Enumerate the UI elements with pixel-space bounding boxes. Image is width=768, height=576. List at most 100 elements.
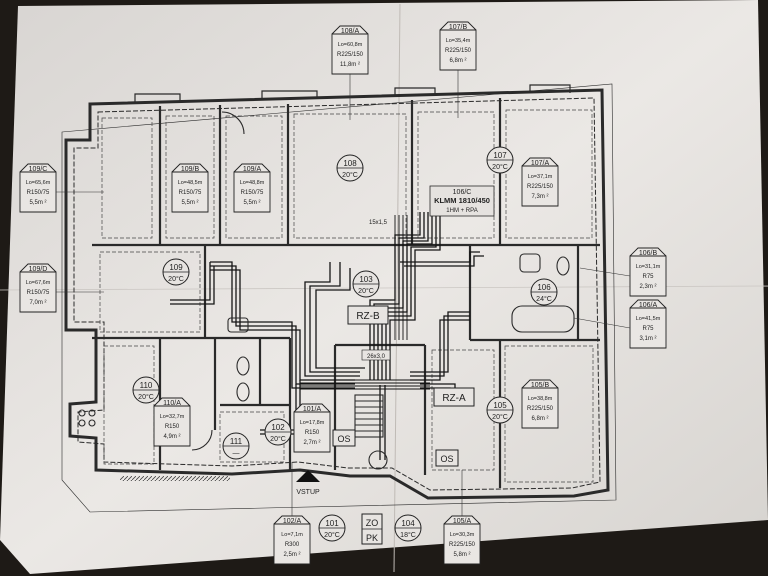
collector-type: KLMM 1810/450 [434, 196, 490, 205]
entrance-arrow-icon [296, 470, 320, 482]
tag-109d: 109/D Lo=67,6m R150/75 7,0m ² [19, 263, 57, 313]
svg-text:Lo=67,6m: Lo=67,6m [26, 280, 51, 286]
svg-text:—: — [233, 450, 240, 457]
svg-text:109: 109 [169, 263, 183, 272]
stove-burner [78, 419, 86, 427]
svg-text:Lo=65,6m: Lo=65,6m [26, 180, 51, 186]
os-label-1: OS [337, 434, 350, 444]
svg-text:109/A: 109/A [243, 166, 262, 173]
room-103: 103 20°C [352, 270, 380, 298]
tag-106a: 106/A Lo=41,5m R75 3,1m ² [629, 299, 667, 349]
room-markers: 108 20°C 107 20°C 109 20°C 103 20°C 106 … [132, 146, 558, 542]
distributor-label-rz-a: RZ-A [442, 393, 466, 404]
room-105: 105 20°C [486, 396, 514, 424]
entrance-label: VSTUP [296, 489, 320, 496]
svg-text:Lo=38,8m: Lo=38,8m [528, 396, 553, 402]
box-dimension: 26x3,0 [367, 354, 386, 360]
svg-text:6,8m ²: 6,8m ² [531, 416, 548, 422]
tag-110a: 110/A Lo=32,7m R150 4,9m ² [153, 397, 191, 447]
tag-105a: 105/A Lo=30,3m R225/150 5,8m ² [443, 515, 481, 565]
room-110: 110 20°C [132, 376, 160, 404]
svg-text:110: 110 [140, 381, 153, 390]
bathtub [511, 305, 575, 333]
zo-label: ZO [366, 518, 379, 528]
svg-text:106/A: 106/A [639, 302, 658, 309]
svg-text:R150/75: R150/75 [241, 190, 264, 196]
svg-text:Lo=31,1m: Lo=31,1m [636, 264, 661, 270]
svg-text:20°C: 20°C [342, 171, 358, 179]
svg-text:2,7m ²: 2,7m ² [303, 440, 320, 446]
svg-text:R150/75: R150/75 [27, 190, 50, 196]
svg-text:104: 104 [401, 519, 415, 528]
interior-walls [92, 98, 600, 488]
svg-text:20°C: 20°C [168, 275, 184, 283]
svg-text:7,0m ²: 7,0m ² [29, 300, 46, 306]
stairs [354, 394, 384, 438]
svg-text:Lo=30,3m: Lo=30,3m [450, 532, 475, 538]
svg-text:2,5m ²: 2,5m ² [283, 552, 300, 558]
svg-text:20°C: 20°C [138, 393, 154, 401]
stove-burner [88, 419, 96, 427]
svg-text:105: 105 [493, 401, 507, 410]
svg-text:20°C: 20°C [492, 413, 508, 421]
entrance-marker: VSTUP [296, 470, 320, 496]
tag-102a: 102/A Lo=7,1m R300 2,5m ² [273, 515, 311, 565]
pk-label: PK [366, 533, 378, 543]
svg-text:6,8m ²: 6,8m ² [449, 58, 466, 64]
svg-text:Lo=60,8m: Lo=60,8m [338, 42, 363, 48]
svg-text:110/A: 110/A [163, 400, 181, 407]
svg-text:101: 101 [325, 519, 339, 528]
svg-text:R225/150: R225/150 [527, 184, 554, 190]
svg-text:109/B: 109/B [181, 166, 200, 173]
svg-text:5,5m ²: 5,5m ² [181, 200, 198, 206]
collector-note: 1HM + RPA [446, 208, 477, 214]
svg-text:R225/150: R225/150 [449, 542, 476, 548]
svg-text:Lo=35,4m: Lo=35,4m [446, 38, 471, 44]
door-swing [191, 429, 213, 451]
tag-109b: 109/B Lo=48,5m R150/75 5,5m ² [171, 163, 209, 213]
svg-text:Lo=32,7m: Lo=32,7m [160, 414, 185, 420]
svg-text:109/C: 109/C [29, 166, 48, 173]
svg-text:101/A: 101/A [303, 406, 322, 413]
svg-text:20°C: 20°C [324, 531, 340, 539]
svg-text:3,1m ²: 3,1m ² [639, 336, 656, 342]
room-108: 108 20°C [336, 154, 364, 182]
svg-text:5,5m ²: 5,5m ² [29, 200, 46, 206]
washbasin [227, 317, 249, 333]
svg-text:107/B: 107/B [449, 24, 468, 31]
circuit-tags: 108/A Lo=60,8m R225/150 11,8m ² 107/B Lo… [19, 21, 667, 565]
svg-text:R225/150: R225/150 [445, 48, 472, 54]
tag-101a: 101/A Lo=17,8m R150 2,7m ² [293, 403, 331, 453]
svg-text:24°C: 24°C [536, 295, 552, 303]
room-109: 109 20°C [162, 258, 190, 286]
svg-text:2,3m ²: 2,3m ² [639, 284, 656, 290]
svg-text:R150/75: R150/75 [179, 190, 202, 196]
svg-text:111: 111 [230, 437, 243, 446]
hatched-wall [120, 476, 230, 481]
distributor-label-rz-b: RZ-B [356, 311, 380, 322]
stove-burner [78, 409, 86, 417]
svg-text:R75: R75 [642, 274, 654, 280]
os-label-2: OS [440, 454, 453, 464]
tag-105b: 105/B Lo=38,8m R225/150 6,8m ² [521, 379, 559, 429]
svg-text:20°C: 20°C [358, 287, 374, 295]
svg-text:102/A: 102/A [283, 518, 302, 525]
svg-text:5,8m ²: 5,8m ² [453, 552, 470, 558]
svg-text:107: 107 [493, 151, 507, 160]
svg-text:R150/75: R150/75 [27, 290, 50, 296]
svg-text:Lo=37,1m: Lo=37,1m [528, 174, 553, 180]
zone-labels: RZ-B RZ-A OS OS ZO PK 26x3,0 15x1,5 [332, 220, 475, 545]
tag-107a: 107/A Lo=37,1m R225/150 7,3m ² [521, 157, 559, 207]
svg-text:106/B: 106/B [639, 250, 658, 257]
collector-box [429, 185, 495, 217]
svg-text:7,3m ²: 7,3m ² [531, 194, 548, 200]
svg-text:105/A: 105/A [453, 518, 472, 525]
room-104: 104 18°C [394, 514, 422, 542]
washbasin [519, 253, 541, 273]
svg-text:Lo=17,8m: Lo=17,8m [300, 420, 325, 426]
tag-109a: 109/A Lo=48,8m R150/75 5,5m ² [233, 163, 271, 213]
svg-text:103: 103 [359, 275, 373, 284]
toilet [236, 356, 250, 376]
svg-text:R225/150: R225/150 [527, 406, 554, 412]
